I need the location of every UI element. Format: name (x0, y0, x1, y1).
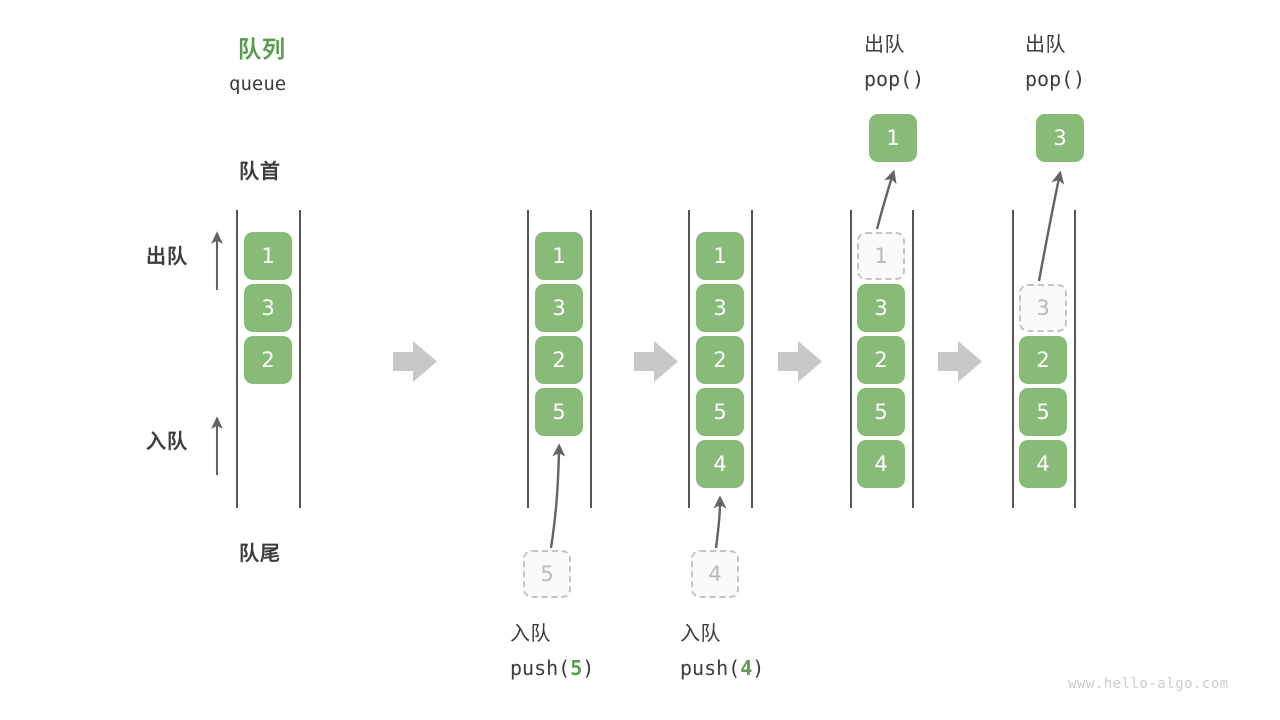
incoming-element-ghost: 4 (691, 550, 739, 598)
rail-left-col-5 (1012, 210, 1014, 508)
step-arrow-icon (634, 341, 678, 382)
rail-left-col-3 (688, 210, 690, 508)
dequeue-caption-cn: 出队 (864, 34, 905, 56)
pop-arrow-col-4-icon (875, 169, 897, 230)
queue-cell: 4 (1019, 440, 1067, 488)
rail-right-col-5 (1074, 210, 1076, 508)
queue-cell: 5 (535, 388, 583, 436)
enqueue-caption-cn: 入队 (680, 623, 721, 645)
dequeue-caption-code: pop() (1025, 67, 1085, 93)
dequeue-code-suffix: ) (1073, 67, 1086, 91)
enqueue-code-arg: 4 (740, 656, 753, 680)
queue-cell: 1 (535, 232, 583, 280)
enqueue-code-prefix: push( (510, 656, 571, 680)
queue-cell: 1 (696, 232, 744, 280)
queue-cell: 5 (1019, 388, 1067, 436)
queue-cell: 3 (857, 284, 905, 332)
step-arrow-icon (393, 341, 437, 382)
rail-left-col-2 (527, 210, 529, 508)
rail-left-col-1 (236, 210, 238, 508)
enqueue-direction-label: 入队 (146, 431, 188, 453)
push-arrow-col-3-icon (713, 495, 727, 549)
push-arrow-col-2-icon (549, 443, 566, 549)
rail-left-col-4 (850, 210, 852, 508)
queue-cell: 2 (1019, 336, 1067, 384)
queue-cell: 2 (696, 336, 744, 384)
queue-title-cn: 队列 (238, 36, 286, 62)
watermark: www.hello-algo.com (1068, 676, 1229, 692)
dequeued-slot-ghost: 3 (1019, 284, 1067, 332)
step-arrow-icon (778, 341, 822, 382)
enqueue-caption-cn: 入队 (510, 623, 551, 645)
enqueue-code-suffix: ) (752, 656, 765, 680)
queue-cell: 4 (857, 440, 905, 488)
queue-cell: 2 (244, 336, 292, 384)
queue-cell: 3 (244, 284, 292, 332)
queue-cell: 2 (857, 336, 905, 384)
queue-cell: 1 (244, 232, 292, 280)
rail-right-col-1 (299, 210, 301, 508)
rail-right-col-4 (912, 210, 914, 508)
step-arrow-icon (938, 341, 982, 382)
queue-title-en: queue (229, 73, 287, 95)
pop-arrow-col-5-icon (1037, 170, 1065, 282)
dequeue-code-prefix: pop( (864, 67, 913, 91)
rail-right-col-3 (751, 210, 753, 508)
dequeued-slot-ghost: 1 (857, 232, 905, 280)
enqueue-code-arg: 5 (570, 656, 583, 680)
enqueue-code-suffix: ) (582, 656, 595, 680)
incoming-element-ghost: 5 (523, 550, 571, 598)
queue-cell: 5 (696, 388, 744, 436)
enqueue-caption-code: push(5) (510, 656, 594, 682)
dequeue-caption-cn: 出队 (1025, 34, 1066, 56)
rail-right-col-2 (590, 210, 592, 508)
queue-cell: 3 (535, 284, 583, 332)
popped-element: 1 (869, 114, 917, 162)
popped-element: 3 (1036, 114, 1084, 162)
queue-cell: 3 (696, 284, 744, 332)
queue-rear-label: 队尾 (239, 543, 281, 565)
enqueue-caption-code: push(4) (680, 656, 764, 682)
dequeue-code-suffix: ) (912, 67, 925, 91)
dequeue-code-prefix: pop( (1025, 67, 1074, 91)
enqueue-code-prefix: push( (680, 656, 741, 680)
queue-cell: 4 (696, 440, 744, 488)
queue-cell: 2 (535, 336, 583, 384)
queue-cell: 5 (857, 388, 905, 436)
queue-front-label: 队首 (239, 161, 281, 183)
dequeue-direction-label: 出队 (146, 246, 188, 268)
dequeue-caption-code: pop() (864, 67, 924, 93)
